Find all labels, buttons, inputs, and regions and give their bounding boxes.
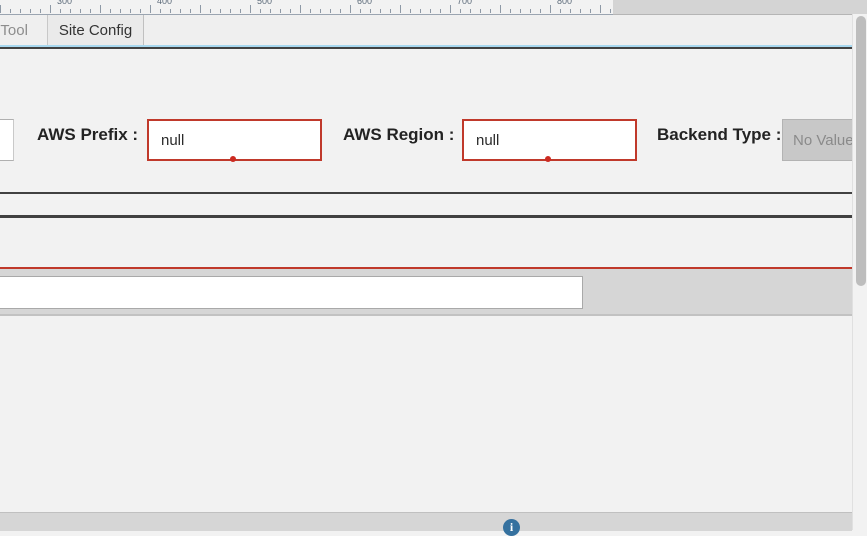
ruler-tick	[340, 9, 341, 13]
ruler-tick	[360, 9, 361, 13]
ruler-tick	[10, 9, 11, 13]
aws-prefix-label: AWS Prefix :	[37, 125, 139, 144]
ruler-label: 800	[557, 0, 573, 6]
left-truncated-input[interactable]	[0, 119, 14, 161]
ruler-tick	[450, 5, 451, 13]
ruler-tick	[130, 9, 131, 13]
vertical-scrollbar[interactable]	[852, 14, 867, 530]
ruler-filler	[613, 0, 867, 15]
aws-region-input[interactable]: null	[462, 119, 637, 161]
ruler-tick	[140, 9, 141, 13]
ruler-tick	[190, 9, 191, 13]
ruler-tick	[300, 5, 301, 13]
ruler-tick	[550, 5, 551, 13]
status-footer: i	[0, 512, 852, 536]
ruler-tick	[460, 9, 461, 13]
ruler-tick	[570, 9, 571, 13]
ruler-tick	[160, 9, 161, 13]
ruler-tick	[350, 5, 351, 13]
ruler-tick	[50, 5, 51, 13]
ruler-tick	[240, 9, 241, 13]
aws-region-required-dot	[545, 156, 551, 162]
secondary-toolbar-band	[0, 269, 852, 314]
content-panel: AWS Prefix : null AWS Region : null Back…	[0, 47, 867, 512]
ruler-tick	[600, 5, 601, 13]
section-divider-top	[0, 192, 852, 194]
ruler-tick	[510, 9, 511, 13]
ruler-tick	[530, 9, 531, 13]
ruler-tick	[110, 9, 111, 13]
config-form-row: AWS Prefix : null AWS Region : null Back…	[0, 107, 867, 169]
vertical-scrollbar-thumb[interactable]	[856, 16, 866, 286]
info-icon-glyph: i	[509, 520, 514, 534]
ruler-tick	[200, 5, 201, 13]
ruler-tick	[500, 5, 501, 13]
ruler-tick	[90, 9, 91, 13]
ruler-tick	[40, 9, 41, 13]
ruler-tick	[370, 9, 371, 13]
aws-region-label: AWS Region :	[343, 125, 455, 144]
section-divider-bottom	[0, 215, 852, 218]
ruler-label: 300	[57, 0, 73, 6]
band-bottom-edge	[0, 314, 852, 316]
ruler-tick	[410, 9, 411, 13]
ruler-tick	[70, 9, 71, 13]
ruler-tick	[220, 9, 221, 13]
ruler-tick	[430, 9, 431, 13]
tab-bar-empty-area	[145, 15, 852, 46]
ruler-tick	[440, 9, 441, 13]
ruler-label: 600	[357, 0, 373, 6]
ruler-tick	[250, 5, 251, 13]
tab-bar: y Tool Site Config	[0, 15, 852, 47]
ruler-tick	[230, 9, 231, 13]
ruler-tick	[520, 9, 521, 13]
error-divider-line	[0, 267, 852, 269]
ruler-label: 400	[157, 0, 173, 6]
ruler-tick	[560, 9, 561, 13]
ruler-tick	[330, 9, 331, 13]
ruler-tick	[580, 9, 581, 13]
ruler-tick	[610, 9, 611, 13]
ruler-tick	[170, 9, 171, 13]
ruler-tick	[310, 9, 311, 13]
ruler-tick	[0, 5, 1, 13]
ruler-tick	[120, 9, 121, 13]
ruler-tick	[320, 9, 321, 13]
ruler-tick	[420, 9, 421, 13]
ruler-tick	[80, 9, 81, 13]
ruler-tick	[100, 5, 101, 13]
ruler-tick	[180, 9, 181, 13]
ruler-label: 700	[457, 0, 473, 6]
ruler-tick	[260, 9, 261, 13]
ruler-tick	[380, 9, 381, 13]
ruler-tick	[270, 9, 271, 13]
tab-query-tool[interactable]: y Tool	[0, 15, 48, 46]
band-text-input[interactable]	[0, 276, 583, 309]
ruler-label: 500	[257, 0, 273, 6]
panel-top-border	[0, 47, 852, 49]
ruler-tick	[490, 9, 491, 13]
tab-active-underline	[0, 45, 852, 47]
ruler-tick	[280, 9, 281, 13]
ruler-tick	[20, 9, 21, 13]
horizontal-ruler: 300 400 500 600 700 800	[0, 0, 613, 15]
ruler-tick	[290, 9, 291, 13]
ruler-tick	[30, 9, 31, 13]
ruler-tick	[390, 9, 391, 13]
ruler-tick	[60, 9, 61, 13]
aws-prefix-input[interactable]: null	[147, 119, 322, 161]
ruler-tick	[470, 9, 471, 13]
backend-type-label: Backend Type :	[657, 125, 782, 144]
aws-prefix-required-dot	[230, 156, 236, 162]
ruler-tick	[210, 9, 211, 13]
ruler-tick	[400, 5, 401, 13]
ruler-tick	[480, 9, 481, 13]
info-icon[interactable]: i	[503, 519, 520, 536]
ruler-tick	[150, 5, 151, 13]
tab-site-config[interactable]: Site Config	[48, 15, 144, 46]
ruler-tick	[540, 9, 541, 13]
ruler-tick	[590, 9, 591, 13]
